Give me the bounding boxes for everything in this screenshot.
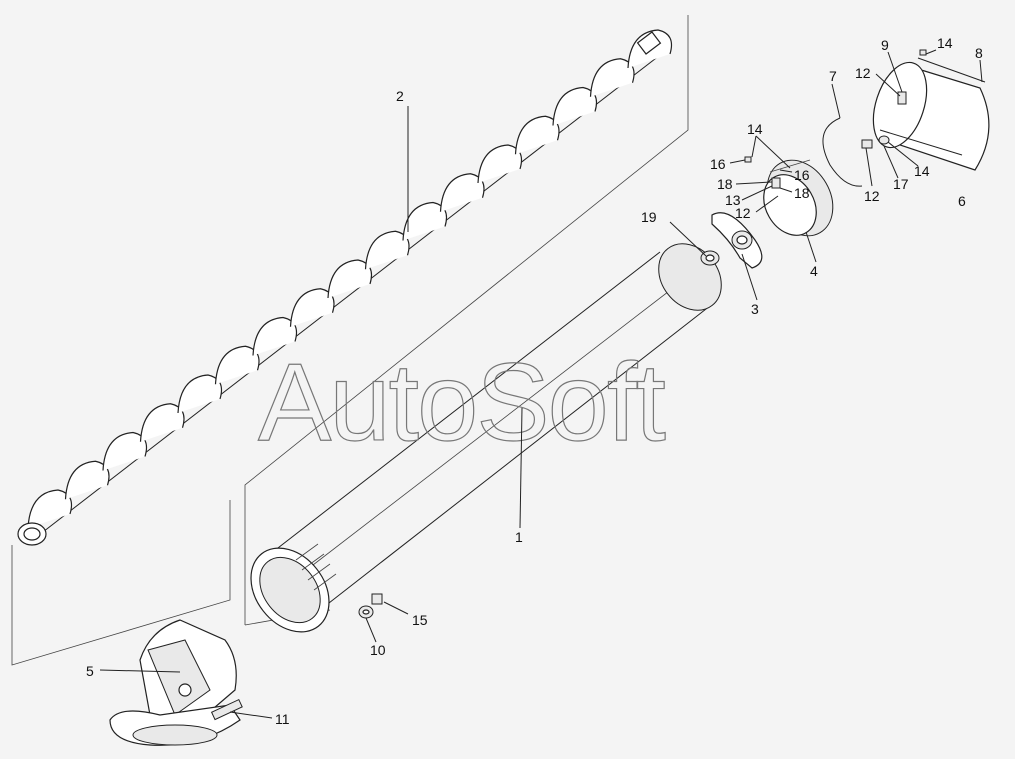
label-4: 4 [810,263,818,279]
label-2: 2 [396,88,404,104]
label-1: 1 [515,529,523,545]
label-15: 15 [412,612,428,628]
label-18b: 18 [794,185,810,201]
leader-lines [99,49,983,719]
label-13: 13 [725,192,741,208]
tube-rib [313,573,337,591]
label-18a: 18 [717,176,733,192]
label-16b: 16 [794,167,810,183]
label-10: 10 [370,642,386,658]
gasket-ring [822,117,863,187]
auger-flight [589,58,635,97]
auger-flight [514,115,560,155]
label-14b: 14 [937,35,953,51]
bearing-plate [711,212,763,269]
tube-rib [295,543,319,561]
auger-flight [402,201,448,241]
label-11: 11 [275,711,290,727]
head-housing [763,159,834,237]
label-6: 6 [958,193,966,209]
auger-flight [252,316,298,356]
label-7: 7 [829,68,837,84]
auger-flight [214,345,260,385]
hardware [358,49,927,619]
auger-flight [289,288,335,327]
label-12c: 12 [735,205,751,221]
auger-tube [250,243,722,633]
auger-flight [27,489,73,529]
label-14a: 14 [747,121,763,137]
auger-screw [17,29,673,546]
callout-labels: 1 2 3 4 5 6 7 8 9 10 11 12 12 12 13 14 1… [86,35,983,727]
auger-flight [552,86,598,126]
auger-flight [139,403,185,442]
label-16a: 16 [710,156,726,172]
label-12b: 12 [864,188,880,204]
watermark-text: AutoSoft [258,341,665,464]
inlet-hopper [109,619,243,746]
label-17: 17 [893,176,909,192]
label-19: 19 [641,209,657,225]
label-3: 3 [751,301,759,317]
auger-flight [64,460,110,500]
label-8: 8 [975,45,983,61]
label-14c: 14 [914,163,930,179]
auger-flight [177,374,223,414]
bearing [700,250,720,266]
auger-flight [439,173,485,212]
label-9: 9 [881,37,889,53]
label-5: 5 [86,663,94,679]
tube-rib [301,553,325,571]
auger-flight [364,230,410,270]
auger-flight [102,431,148,471]
tube-rib [307,563,331,581]
auger-flight [327,259,373,299]
auger-flight [477,144,523,184]
label-12a: 12 [855,65,871,81]
cover [872,57,990,171]
